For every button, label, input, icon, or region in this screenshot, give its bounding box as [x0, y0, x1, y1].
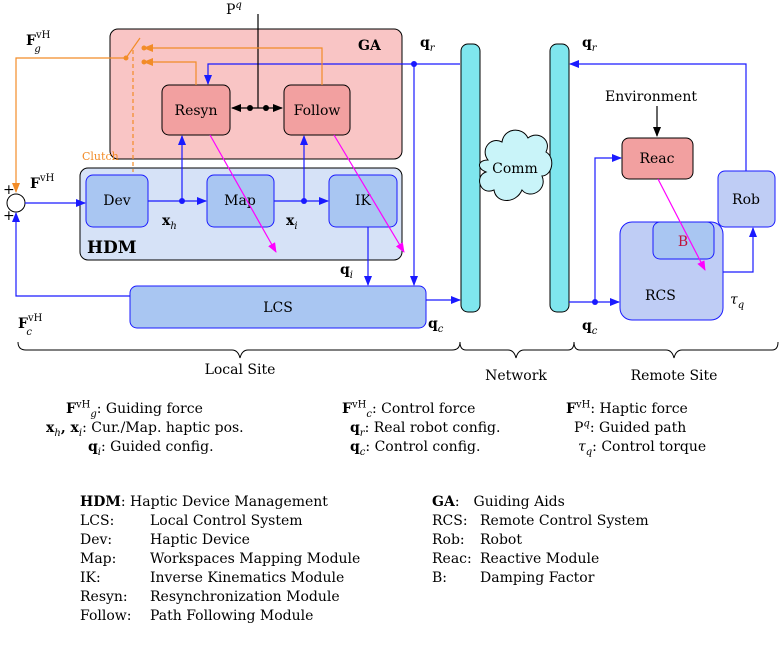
resyn-label: Resyn — [175, 103, 218, 119]
black-lines — [231, 14, 661, 137]
abbrev-resyn: Resyn:Resynchronization Module — [80, 589, 340, 605]
lcs-label: LCS — [263, 300, 293, 316]
abbrev-rcs: RCS:Remote Control System — [432, 513, 649, 529]
environment-label: Environment — [605, 89, 697, 105]
legend-fg: FvHg: Guiding force — [66, 399, 203, 420]
follow-module — [283, 84, 351, 136]
plus-top: + — [3, 182, 15, 198]
abbrev-reac: Reac:Reactive Module — [432, 551, 600, 567]
magenta-lines — [209, 134, 706, 271]
rob-label: Rob — [732, 192, 760, 208]
remote-site-label: Remote Site — [631, 368, 718, 384]
legend-qr: qr: Real robot config. — [350, 420, 501, 439]
blue-signal-lines — [12, 60, 757, 306]
network-label: Network — [485, 368, 547, 384]
plus-bottom: + — [3, 208, 15, 224]
tau-label: τq — [730, 292, 744, 311]
abbrev-legend-left: HDM: Haptic Device Management LCS:Local … — [80, 493, 360, 626]
symbol-legend-col3: FvH: Haptic force Pq: Guided path τq: Co… — [566, 400, 706, 457]
dot-remote — [592, 299, 598, 305]
legend-qc: qc: Control config. — [350, 439, 481, 458]
rcs-label: RCS — [645, 288, 676, 304]
hdm-label: HDM — [87, 238, 137, 258]
abbrev-hdm: HDM: Haptic Device Management — [80, 494, 328, 510]
symbol-legend-col2: FvHc: Control force qr: Real robot confi… — [342, 400, 500, 457]
pq-label: Pq — [226, 0, 242, 18]
ik-label: IK — [355, 193, 372, 209]
clutch-label: Clutch — [82, 150, 119, 163]
abbrev-map: Map:Workspaces Mapping Module — [80, 551, 361, 567]
map-label: Map — [224, 193, 256, 209]
b-module — [652, 221, 715, 260]
abbrev-rob: Rob:Robot — [432, 532, 522, 548]
reac-module — [621, 137, 694, 180]
qr-left-label: qr — [420, 35, 436, 54]
lcs-module — [129, 285, 427, 329]
system-diagram: GA HDM Resyn Follow Dev Map IK LCS Comm … — [3, 0, 779, 384]
legend-tau: τq: Control torque — [578, 439, 707, 458]
local-site-label: Local Site — [205, 362, 276, 378]
switch-pivot — [123, 55, 129, 61]
f-label: FvH — [30, 173, 55, 192]
legend-fc: FvHc: Control force — [342, 399, 476, 420]
legend-qi: qi: Guided config. — [88, 439, 214, 458]
abbrev-dev: Dev:Haptic Device — [80, 532, 250, 548]
dot-xh — [179, 198, 185, 204]
ik-module — [328, 174, 398, 228]
switch-contact-a — [141, 45, 147, 51]
legend-pq: Pq: Guided path — [574, 418, 687, 436]
ga-label: GA — [358, 38, 382, 54]
switch-contact-b — [141, 59, 147, 65]
qi-label: qi — [340, 262, 353, 281]
abbrev-follow: Follow:Path Following Module — [80, 608, 314, 624]
abbrev-b: B:Damping Factor — [432, 570, 595, 586]
reac-label: Reac — [639, 151, 674, 167]
symbol-legend-col1: FvHg: Guiding force xh, xi: Cur./Map. ha… — [46, 400, 266, 457]
comm-cloud — [479, 129, 553, 201]
xh-label: xh — [162, 213, 177, 232]
symbol-legend: FvHg: Guiding force xh, xi: Cur./Map. ha… — [0, 400, 782, 470]
abbrev-ik: IK:Inverse Kinematics Module — [80, 570, 345, 586]
orange-lines — [12, 37, 323, 193]
dot-pq-left — [247, 105, 253, 111]
qc-left-label: qc — [428, 316, 444, 335]
network-bar-right — [549, 43, 570, 313]
legend-f: FvH: Haptic force — [566, 399, 688, 417]
site-braces — [17, 341, 779, 359]
qr-right-label: qr — [582, 35, 598, 54]
qc-right-label: qc — [582, 318, 598, 337]
dev-label: Dev — [103, 193, 131, 209]
xi-label: xi — [286, 213, 298, 232]
dot-xi — [301, 198, 307, 204]
comm-label: Comm — [492, 161, 538, 177]
legend-xh-xi: xh, xi: Cur./Map. haptic pos. — [46, 420, 244, 439]
abbrev-legend: HDM: Haptic Device Management LCS:Local … — [0, 493, 782, 643]
network-bar-left — [460, 43, 481, 313]
dot-pq-right — [263, 105, 269, 111]
abbrev-ga: GA:Guiding Aids — [432, 494, 565, 510]
dot-qr — [411, 61, 417, 67]
abbrev-legend-right: GA:Guiding Aids RCS:Remote Control Syste… — [432, 493, 649, 588]
b-label: B — [678, 234, 688, 250]
abbrev-lcs: LCS:Local Control System — [80, 513, 303, 529]
follow-label: Follow — [294, 103, 341, 119]
